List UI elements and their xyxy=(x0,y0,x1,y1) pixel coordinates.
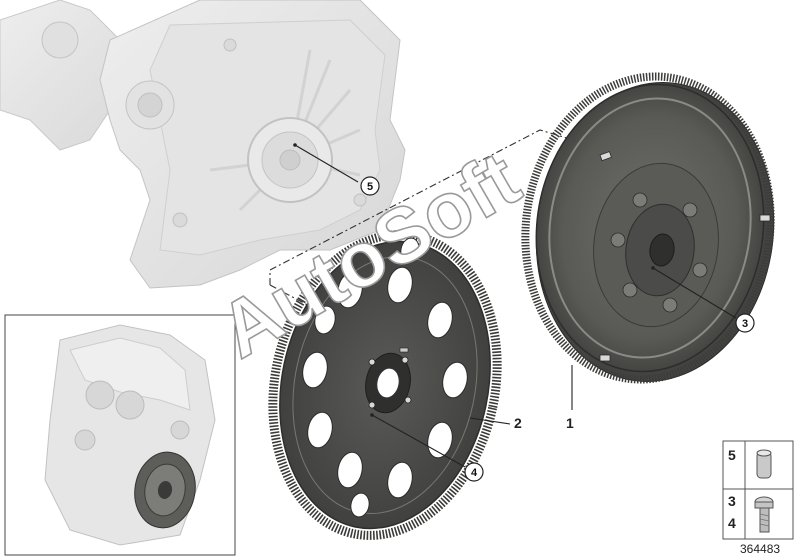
flex-plate xyxy=(268,230,502,540)
dowel-pin-icon xyxy=(756,449,772,479)
part-label-1[interactable]: 1 xyxy=(566,415,574,431)
bolt-icon xyxy=(754,496,774,533)
engine-overview-inset xyxy=(4,314,236,556)
leader-lines xyxy=(294,144,737,468)
legend-bolt-number-3: 3 xyxy=(728,493,736,509)
callout-4[interactable]: 4 xyxy=(464,462,484,482)
callout-5-text: 5 xyxy=(367,181,373,193)
legend-bolt-number-4: 4 xyxy=(728,515,736,531)
part-label-2[interactable]: 2 xyxy=(514,415,522,431)
callout-5[interactable]: 5 xyxy=(360,176,380,196)
dual-mass-flywheel xyxy=(521,72,775,384)
engine-housing-ghost xyxy=(0,0,406,289)
leader-dots xyxy=(293,143,655,417)
legend-pin-number: 5 xyxy=(728,447,736,463)
callout-3-text: 3 xyxy=(742,318,748,330)
callout-4-text: 4 xyxy=(471,467,478,479)
callout-3[interactable]: 3 xyxy=(735,313,755,333)
diagram-reference-number: 364483 xyxy=(740,542,780,556)
fastener-legend: 5 3 4 xyxy=(722,440,794,540)
